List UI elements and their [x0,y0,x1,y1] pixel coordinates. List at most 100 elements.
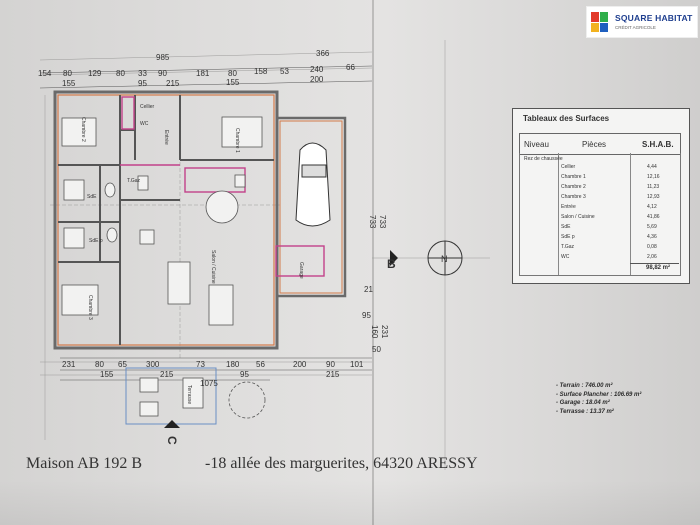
logo-mark-icon [591,12,608,32]
dim-bottom-row1-3: 65 [118,360,127,369]
shower [63,179,85,201]
surface-table: Tableaux des Surfaces Niveau Pièces S.H.… [512,108,690,284]
surface-table-header: Niveau Pièces S.H.A.B. [519,133,681,155]
sofa [167,261,191,305]
dim-right-small-4: 231 [380,325,389,339]
dim-top-row2-2: 95 [138,79,147,88]
section-label-b: B [387,257,396,271]
col-header-niveau: Niveau [524,139,549,149]
dim-bottom-row1-9: 90 [326,360,335,369]
stat-terrasse: - Terrasse : 13.37 m² [556,408,614,415]
dim-right-small-1: 21 [364,285,373,294]
stat-terrain: - Terrain : 746.00 m² [556,383,613,389]
room-label-tgaz: T.Gaz [127,178,141,184]
sink [234,174,246,188]
dim-top-overall-2: 366 [316,49,330,58]
furniture [61,116,263,326]
section-marker-c [164,420,180,428]
north-arrow-icon [427,240,463,276]
dim-bottom-row2-1: 155 [100,370,114,379]
dim-bottom-row1-4: 300 [146,360,160,369]
dim-top-row2-4: 155 [226,78,240,87]
section-label-c: C [165,436,179,445]
dim-top-row1-4: 80 [116,69,125,78]
dim-right-small-2: 160 [370,325,379,339]
accent-walls [120,96,325,277]
dim-top-row1-1: 154 [38,69,52,78]
room-label-salon: Salon / Cuisine [210,250,216,284]
dim-top-row1-3: 129 [88,69,102,78]
dim-right-small-5: 50 [372,345,381,354]
dim-bottom-row1-5: 73 [196,360,205,369]
caption-address: -18 allée des marguerites, 64320 ARESSY [205,455,478,472]
room-label-cellier: Cellier [140,104,155,110]
dim-bottom-row2-4: 215 [326,370,340,379]
dim-top-row2-1: 155 [62,79,76,88]
dim-top-row2-5: 200 [310,75,324,84]
dim-top-overall-1: 985 [156,53,170,62]
caption-title: Maison AB 192 B [26,455,143,472]
stat-garage: - Garage : 18.04 m² [556,400,610,407]
room-label-chambre2: Chambre 2 [80,117,86,142]
terrace-furniture [139,377,204,417]
dim-bottom-row1-1: 231 [62,360,76,369]
dim-right-height-1: 733 [368,215,377,229]
page-shadow [0,480,700,525]
room-label-wc: WC [140,121,149,127]
dim-bottom-row1-2: 80 [95,360,104,369]
dim-top-row1-12: 66 [346,63,355,72]
armchair [139,229,155,245]
toilet-2 [106,227,118,243]
car [295,142,331,227]
north-label: N [441,254,448,264]
dim-top-row1-9: 158 [254,67,268,76]
section-marker-b [390,250,398,266]
construction-lines [39,40,490,470]
dim-bottom-row1-7: 56 [256,360,265,369]
dim-right-height-2: 733 [378,215,387,229]
col-header-pieces: Pièces [582,139,607,149]
dim-bottom-row1-6: 180 [226,360,240,369]
brand-logo: SQUARE HABITAT CRÉDIT AGRICOLE [586,6,698,38]
dim-bottom-row2-3: 95 [240,370,249,379]
bed-chambre2 [61,117,97,147]
plan-caption: Maison AB 192 B -18 allée des marguerite… [26,455,478,473]
house-walls [53,90,347,350]
round-table [205,190,239,224]
wc-bowl [137,175,149,191]
dining-table [208,284,234,326]
bed-chambre1 [221,116,263,148]
dim-top-row1-8: 80 [228,69,237,78]
room-label-terrasse: Terrasse [186,385,192,404]
dim-top-row2-3: 215 [166,79,180,88]
dim-bottom-row1-8: 200 [293,360,307,369]
dim-top-row1-6: 90 [158,69,167,78]
room-label-sde: SdE [87,194,97,200]
logo-brand-text: SQUARE HABITAT [615,13,693,23]
shower-2 [63,227,85,249]
level-label: Rez de chaussée [524,156,563,162]
surface-total: 98,82 m² [630,263,679,271]
dim-top-row1-7: 181 [196,69,210,78]
toilet [104,182,116,198]
dim-top-row1-11: 240 [310,65,324,74]
dim-top-row1-2: 80 [63,69,72,78]
paper-fold [372,0,374,525]
dim-bottom-total: 1075 [200,379,218,388]
room-label-entree: Entrée [163,130,169,145]
dim-bottom-row2-2: 215 [160,370,174,379]
room-label-chambre3: Chambre 3 [87,295,93,320]
logo-tagline: CRÉDIT AGRICOLE [615,25,656,30]
surface-table-title: Tableaux des Surfaces [523,114,610,123]
